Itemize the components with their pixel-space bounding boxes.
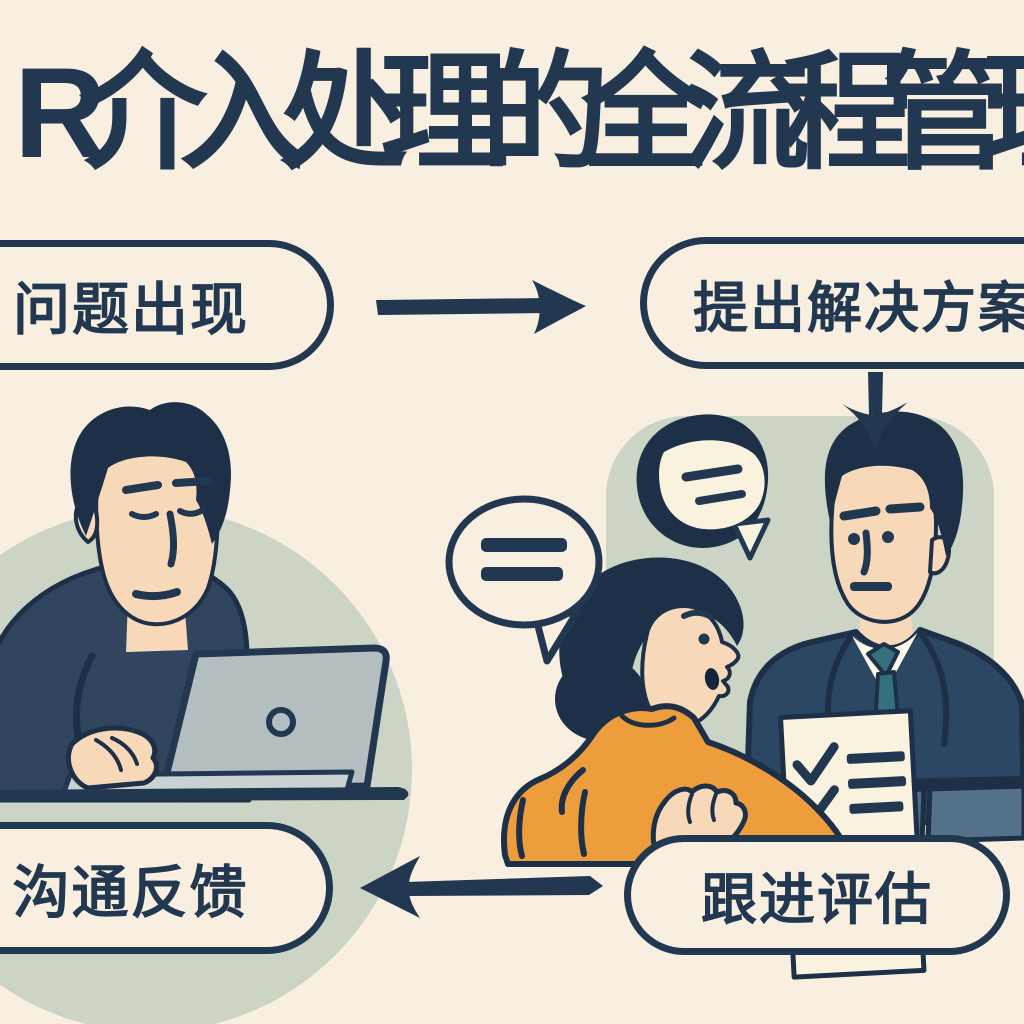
hair [559,557,744,732]
employee-figure [501,557,853,867]
flow-step-label: 沟通反馈 [12,861,249,925]
checkmark-icon [792,742,839,786]
tie [866,642,900,678]
laptop-logo-icon [266,707,296,737]
face-speech-bubble-icon [636,414,771,561]
hair [70,402,231,544]
flow-step-label: 问题出现 [13,278,249,342]
flow-step-label: 提出解决方案 [693,277,1024,339]
arrow-left-icon [360,856,603,918]
flow-step-problem: 问题出现 [0,240,334,370]
sweater [501,703,853,867]
arrow-right-icon [376,280,586,334]
speech-bubble-icon [445,495,603,665]
flow-step-label: 跟进评估 [701,867,933,931]
flow-step-follow-up: 跟进评估 [624,835,1010,955]
arrow-down-icon [842,372,908,450]
hair [824,411,964,556]
flow-step-feedback: 沟通反馈 [0,822,333,954]
laptop [61,644,390,796]
desk-line [0,787,409,801]
page-title: R介入处理的全流程管理 [14,42,1024,185]
flow-step-solution: 提出解决方案 [640,237,1024,369]
typing-hand [65,725,159,791]
